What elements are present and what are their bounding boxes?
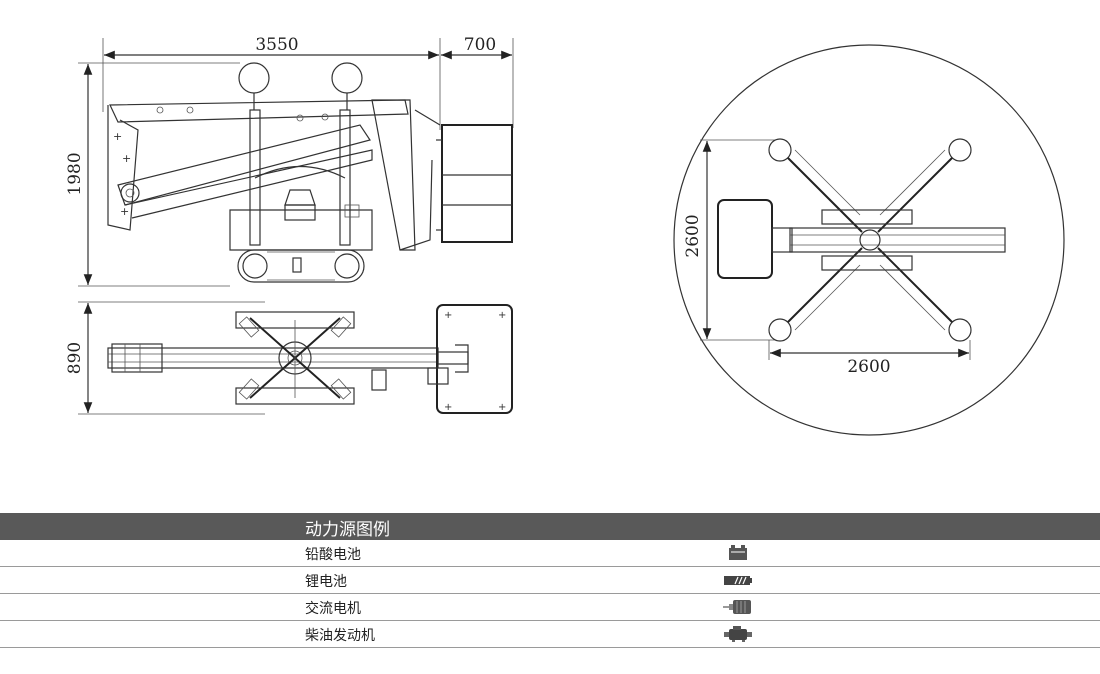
- dimension-footprint-vertical-label: 2600: [683, 214, 703, 257]
- dimension-height-label: 1980: [65, 152, 85, 195]
- dimension-length-label: 3550: [255, 35, 298, 55]
- legend-row-ac-motor: 交流电机: [0, 594, 1100, 621]
- svg-text:+: +: [498, 310, 506, 321]
- dimension-footprint-horizontal-label: 2600: [847, 357, 890, 377]
- svg-text:+: +: [113, 130, 122, 143]
- legend-title: 动力源图例: [305, 520, 390, 540]
- diesel-engine-icon: [724, 626, 752, 642]
- power-source-legend: 动力源图例 铅酸电池 锂电池 交流电机 柴: [0, 513, 1100, 648]
- ac-motor-icon: [723, 600, 751, 614]
- svg-text:+: +: [444, 402, 452, 413]
- legend-row-lead-acid: 铅酸电池: [0, 540, 1100, 567]
- lead-acid-battery-icon: [729, 545, 747, 560]
- dimension-platform-label: 700: [464, 35, 496, 55]
- legend-row-label: 柴油发动机: [305, 628, 375, 644]
- svg-text:+: +: [120, 205, 129, 218]
- dimension-width-label: 890: [65, 342, 85, 374]
- lithium-battery-icon: [724, 576, 752, 585]
- footprint-view-drawing: 2600 2600: [673, 44, 1065, 436]
- legend-row-label: 交流电机: [305, 601, 361, 617]
- legend-row-lithium: 锂电池: [0, 567, 1100, 594]
- technical-drawings: 3550 700 1980 + + +: [65, 35, 1065, 436]
- legend-row-label: 锂电池: [305, 574, 347, 590]
- side-view-drawing: 3550 700 1980 + + +: [65, 35, 514, 287]
- svg-text:+: +: [122, 152, 131, 165]
- legend-header: 动力源图例: [0, 513, 1100, 540]
- legend-row-label: 铅酸电池: [305, 547, 361, 563]
- legend-row-diesel: 柴油发动机: [0, 621, 1100, 648]
- svg-text:+: +: [498, 402, 506, 413]
- svg-text:+: +: [444, 310, 452, 321]
- top-view-drawing: 890 + + + +: [65, 301, 513, 415]
